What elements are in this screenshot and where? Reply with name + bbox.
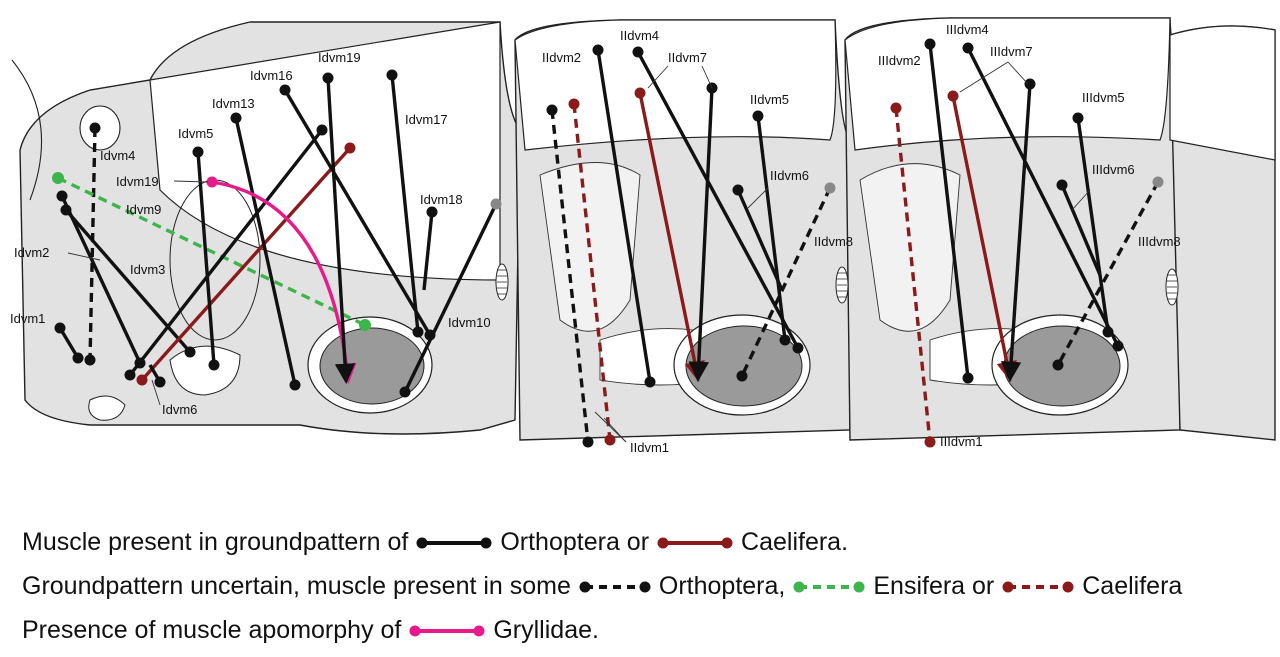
label-idvm19-top: Idvm19: [318, 50, 361, 65]
legend-swatch-caelifera-solid: [655, 536, 735, 550]
label-idvm19-left: Idvm19: [116, 174, 159, 189]
label-iidvm1: IIdvm1: [630, 440, 669, 455]
label-iiidvm1: IIIdvm1: [940, 434, 983, 449]
label-idvm5: Idvm5: [178, 126, 213, 141]
label-idvm16: Idvm16: [250, 68, 293, 83]
legend-row-apomorphy: Presence of muscle apomorphy of Gryllida…: [22, 616, 599, 645]
legend-swatch-orthoptera-dashed: [577, 580, 653, 594]
legend-text: Caelifera: [1082, 572, 1182, 601]
legend-text: Groundpattern uncertain, muscle present …: [22, 572, 571, 601]
legend-text: Presence of muscle apomorphy of: [22, 616, 401, 645]
label-iiidvm4: IIIdvm4: [946, 22, 989, 37]
legend-swatch-gryllidae-solid: [407, 624, 487, 638]
label-idvm18: Idvm18: [420, 192, 463, 207]
legend-text: Caelifera.: [741, 528, 848, 557]
label-iidvm2: IIdvm2: [542, 50, 581, 65]
label-iiidvm6: IIIdvm6: [1092, 162, 1135, 177]
label-idvm1: Idvm1: [10, 311, 45, 326]
label-idvm3: Idvm3: [130, 262, 165, 277]
label-iiidvm8: IIIdvm8: [1138, 234, 1181, 249]
thorax-muscle-diagram: Idvm4 Idvm19 Idvm9 Idvm2 Idvm3 Idvm1 Idv…: [0, 0, 1280, 500]
label-iidvm8: IIdvm8: [814, 234, 853, 249]
legend-row-groundpattern: Muscle present in groundpattern of Ortho…: [22, 528, 848, 557]
legend-text: Orthoptera,: [659, 572, 785, 601]
legend-swatch-ensifera-dashed: [791, 580, 867, 594]
spiracle-3: [1166, 269, 1178, 305]
label-idvm2: Idvm2: [14, 245, 49, 260]
label-iiidvm5: IIIdvm5: [1082, 90, 1125, 105]
label-iiidvm2: IIIdvm2: [878, 53, 921, 68]
legend-text: Muscle present in groundpattern of: [22, 528, 408, 557]
legend-swatch-orthoptera-solid: [414, 536, 494, 550]
label-iidvm5: IIdvm5: [750, 92, 789, 107]
label-idvm6: Idvm6: [162, 402, 197, 417]
label-idvm4: Idvm4: [100, 148, 135, 163]
label-idvm17: Idvm17: [405, 112, 448, 127]
label-iidvm7: IIdvm7: [668, 50, 707, 65]
label-idvm13: Idvm13: [212, 96, 255, 111]
legend-text: Gryllidae.: [493, 616, 599, 645]
label-iiidvm7: IIIdvm7: [990, 44, 1033, 59]
label-idvm9: Idvm9: [126, 202, 161, 217]
legend-text: Ensifera or: [873, 572, 994, 601]
label-iidvm4: IIdvm4: [620, 28, 659, 43]
label-iidvm6: IIdvm6: [770, 168, 809, 183]
prothorax-outline: [12, 22, 520, 434]
spiracle-2: [836, 267, 848, 303]
legend-row-uncertain: Groundpattern uncertain, muscle present …: [22, 572, 1182, 601]
legend-text: Orthoptera or: [500, 528, 649, 557]
legend-swatch-caelifera-dashed: [1000, 580, 1076, 594]
spiracle-1: [496, 264, 508, 300]
label-idvm10: Idvm10: [448, 315, 491, 330]
